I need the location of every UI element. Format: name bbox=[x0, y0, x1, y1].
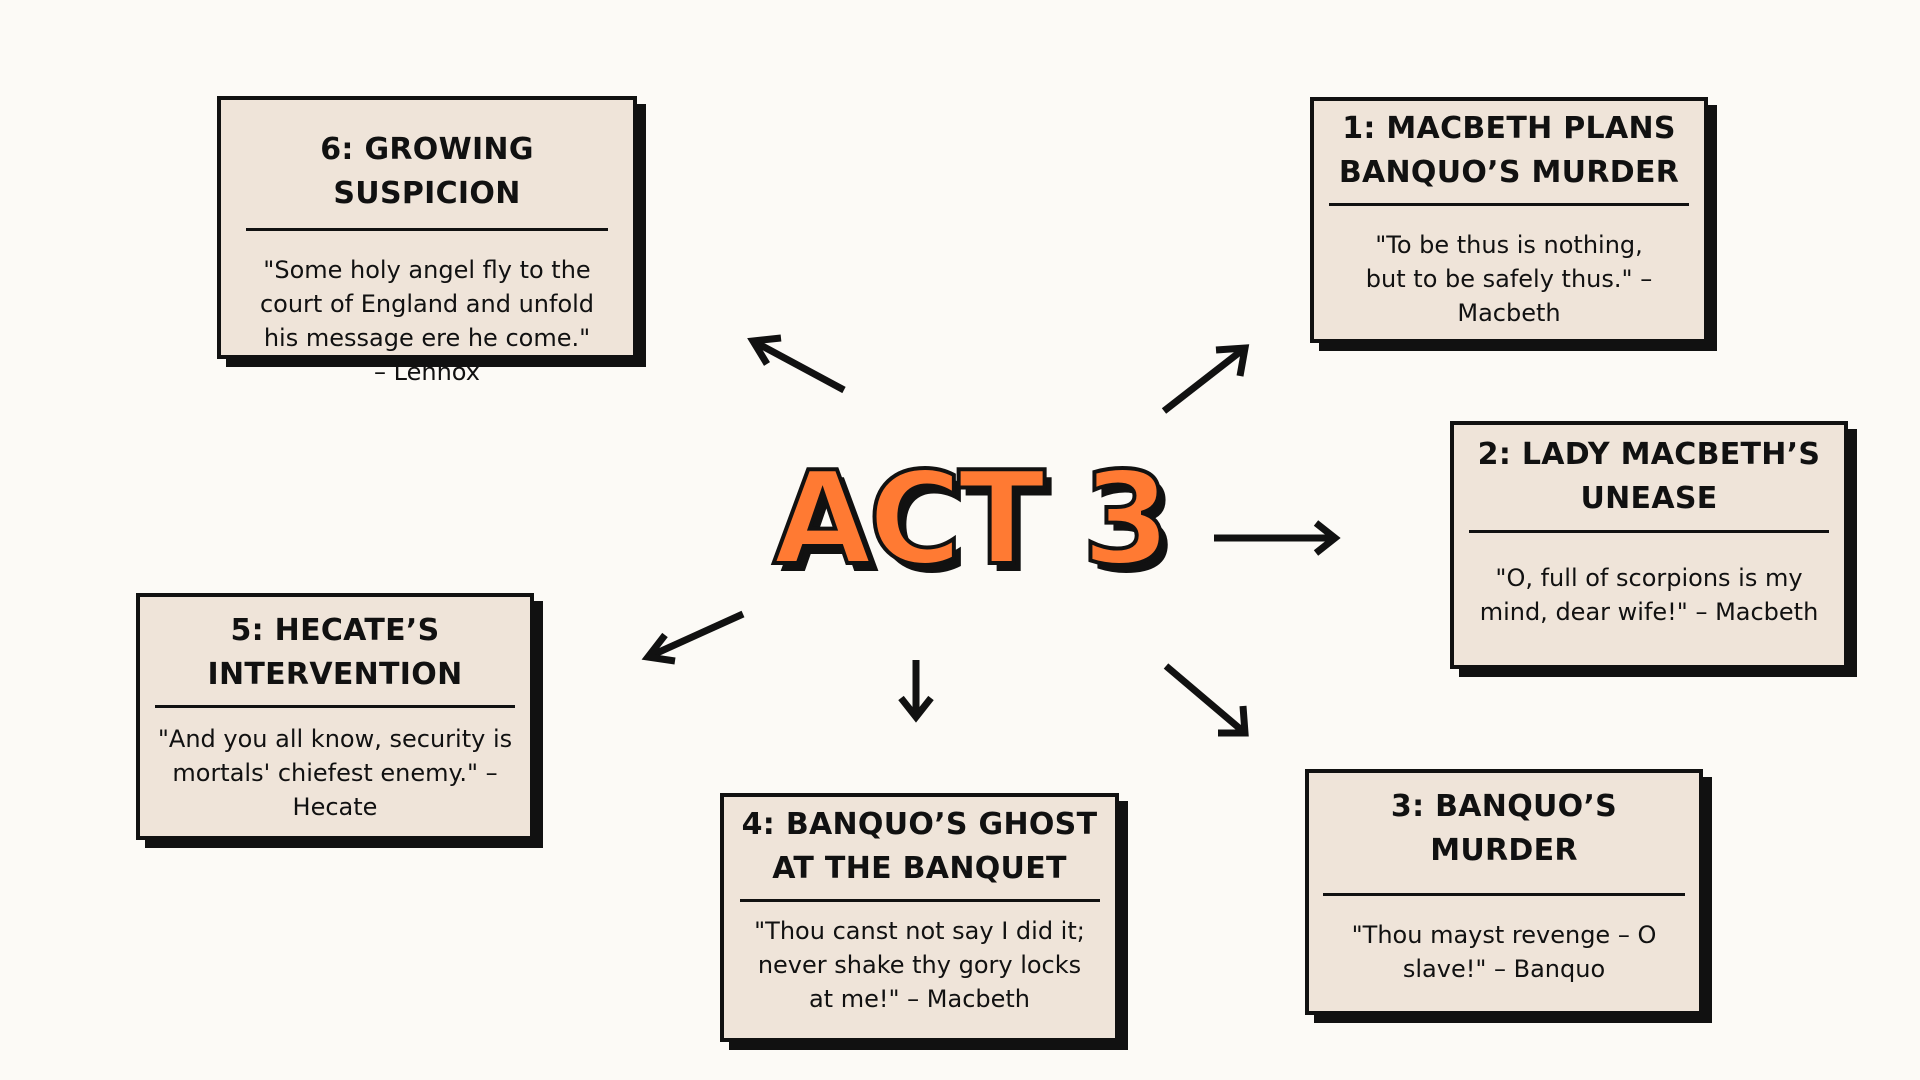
arrow-to-node-1 bbox=[1161, 344, 1250, 414]
node-5-title: 5: HECATE’S INTERVENTION bbox=[207, 613, 463, 692]
node-1-divider bbox=[1329, 203, 1689, 206]
node-6-card: 6: GROWING SUSPICION "Some holy angel fl… bbox=[217, 96, 637, 386]
node-6-divider bbox=[246, 228, 608, 231]
node-5-quote: "And you all know, security is mortals' … bbox=[157, 725, 513, 821]
node-1-quote: "To be thus is nothing, but to be safely… bbox=[1365, 231, 1653, 327]
arrow-to-node-3 bbox=[1163, 663, 1249, 737]
arrow-to-node-6 bbox=[747, 334, 846, 394]
node-2-title: 2: LADY MACBETH’S UNEASE bbox=[1477, 437, 1821, 516]
node-2-divider bbox=[1469, 530, 1829, 533]
act-title: ACT 3 bbox=[771, 445, 1173, 594]
arrow-to-node-2 bbox=[1214, 520, 1341, 556]
node-3-quote: "Thou mayst revenge – O slave!" – Banquo bbox=[1351, 921, 1657, 983]
node-3-divider bbox=[1323, 893, 1685, 896]
node-4-card: 4: BANQUO’S GHOST AT THE BANQUET "Thou c… bbox=[720, 793, 1119, 1042]
node-4-divider bbox=[739, 899, 1100, 902]
node-3-title: 3: BANQUO’S MURDER bbox=[1390, 789, 1618, 868]
node-4-title: 4: BANQUO’S GHOST AT THE BANQUET bbox=[741, 807, 1098, 886]
node-4-quote: "Thou canst not say I did it; never shak… bbox=[754, 917, 1085, 1013]
node-2-quote: "O, full of scorpions is my mind, dear w… bbox=[1479, 564, 1819, 626]
arrow-to-node-5 bbox=[641, 610, 745, 665]
arrow-to-node-4 bbox=[898, 660, 934, 723]
node-1-card: 1: MACBETH PLANS BANQUO’S MURDER "To be … bbox=[1310, 97, 1708, 343]
node-3-card: 3: BANQUO’S MURDER "Thou mayst revenge –… bbox=[1305, 769, 1703, 1015]
node-5-divider bbox=[155, 705, 515, 708]
node-2-card: 2: LADY MACBETH’S UNEASE "O, full of sco… bbox=[1450, 421, 1848, 669]
node-6-quote: "Some holy angel fly to the court of Eng… bbox=[259, 256, 595, 386]
node-1-title: 1: MACBETH PLANS BANQUO’S MURDER bbox=[1338, 111, 1680, 190]
node-5-card: 5: HECATE’S INTERVENTION "And you all kn… bbox=[136, 593, 534, 840]
node-6-title: 6: GROWING SUSPICION bbox=[320, 132, 534, 211]
